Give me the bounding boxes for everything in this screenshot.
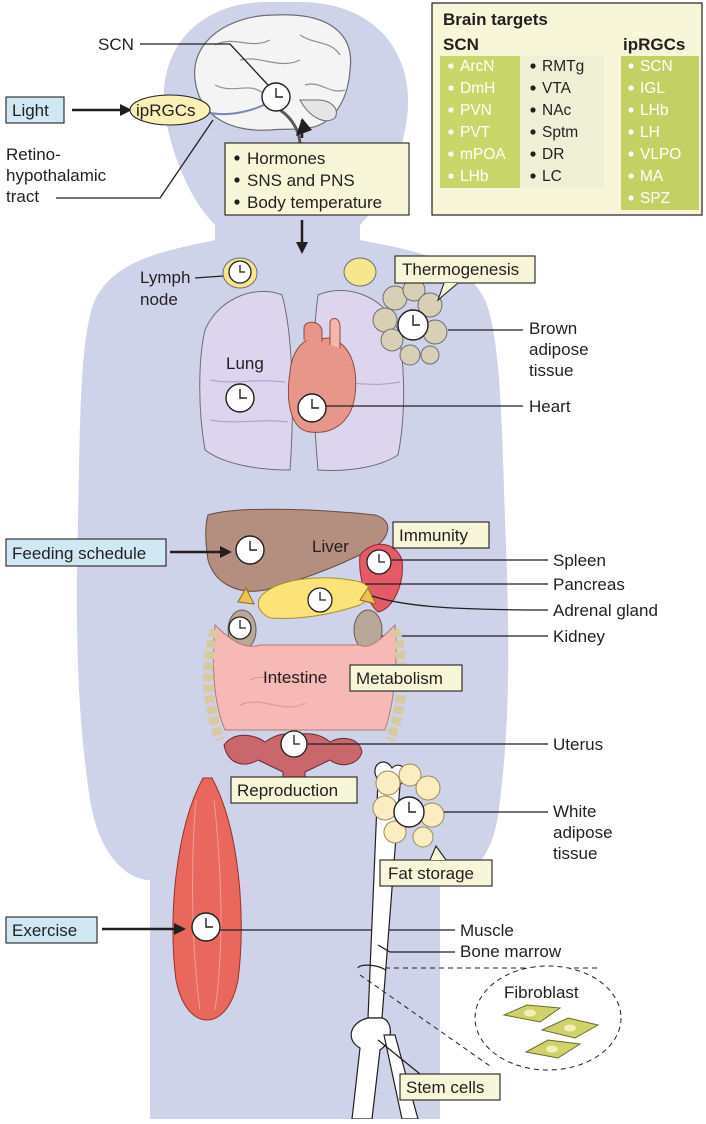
fat-storage-label: Fat storage [388, 864, 474, 883]
iprgc-target-item: IGL [640, 80, 665, 97]
scn-target-item: LHb [460, 168, 488, 185]
iprgc-target-item: LH [640, 124, 660, 141]
adrenal-label: Adrenal gland [553, 601, 658, 620]
immunity-label: Immunity [399, 526, 468, 545]
iprgc-target-item: SPZ [640, 190, 670, 207]
liver-clock [236, 536, 264, 564]
bone-marrow-label: Bone marrow [460, 942, 562, 961]
lymph-label-line2: node [140, 290, 178, 309]
pancreas-label: Pancreas [553, 575, 625, 594]
kidney-label: Kidney [553, 627, 605, 646]
iprgc-target-item: MA [640, 168, 664, 185]
iprgc-target-item: VLPO [640, 146, 681, 163]
lung-label: Lung [226, 354, 264, 373]
retino-label-line1: Retino- [6, 145, 61, 164]
white-adipose-label-3: tissue [553, 844, 597, 863]
output-item: Hormones [247, 149, 325, 168]
iprgc-targets-header: ipRGCs [623, 35, 685, 54]
scn-targets-header: SCN [443, 35, 479, 54]
scn-target-item: mPOA [460, 146, 506, 163]
lymph-label-line1: Lymph [140, 268, 190, 287]
liver-label: Liver [312, 537, 349, 556]
spleen-label: Spleen [553, 551, 606, 570]
iprgcs-label: ipRGCs [136, 101, 196, 120]
muscle-label: Muscle [460, 921, 514, 940]
brown-adipose-label-1: Brown [529, 319, 577, 338]
scn-target-item: VTA [542, 80, 572, 97]
lymph-node-right [344, 258, 376, 286]
exercise-input-label: Exercise [12, 921, 77, 940]
stem-cells-label: Stem cells [406, 1078, 484, 1097]
brown-adipose-label-3: tissue [529, 361, 573, 380]
brown-adipose-label-2: adipose [529, 340, 589, 359]
output-item: Body temperature [247, 193, 382, 212]
thermogenesis-label: Thermogenesis [402, 260, 519, 279]
lung-clock [226, 384, 254, 412]
scn-target-item: DR [542, 146, 564, 163]
heart-label: Heart [529, 397, 571, 416]
scn-clock [262, 83, 290, 111]
scn-target-item: Sptm [542, 124, 578, 141]
brain-targets-title: Brain targets [443, 10, 548, 29]
feeding-input-label: Feeding schedule [12, 544, 146, 563]
scn-target-item: ArcN [460, 58, 494, 75]
metabolism-label: Metabolism [356, 669, 443, 688]
output-item: SNS and PNS [247, 171, 355, 190]
intestine-label: Intestine [263, 668, 327, 687]
reproduction-label: Reproduction [237, 781, 338, 800]
white-adipose-label-2: adipose [553, 823, 613, 842]
scn-label: SCN [98, 35, 134, 54]
iprgc-target-item: SCN [640, 58, 673, 75]
heart-clock [298, 394, 326, 422]
brain-targets-panel: Brain targets SCN ipRGCs ArcN DmH PVN PV… [432, 3, 702, 215]
light-input-label: Light [12, 101, 49, 120]
scn-target-item: NAc [542, 102, 572, 119]
white-adipose-label-1: White [553, 802, 596, 821]
retino-label-line3: tract [6, 187, 39, 206]
scn-target-item: PVN [460, 102, 492, 119]
uterus-label: Uterus [553, 735, 603, 754]
fibroblast-label: Fibroblast [504, 983, 579, 1002]
scn-target-item: PVT [460, 124, 491, 141]
iprgc-target-item: LHb [640, 102, 668, 119]
scn-target-item: LC [542, 168, 562, 185]
retino-label-line2: hypothalamic [6, 166, 107, 185]
scn-target-item: RMTg [542, 58, 584, 75]
scn-target-item: DmH [460, 80, 495, 97]
lymph-node-left [223, 258, 257, 288]
